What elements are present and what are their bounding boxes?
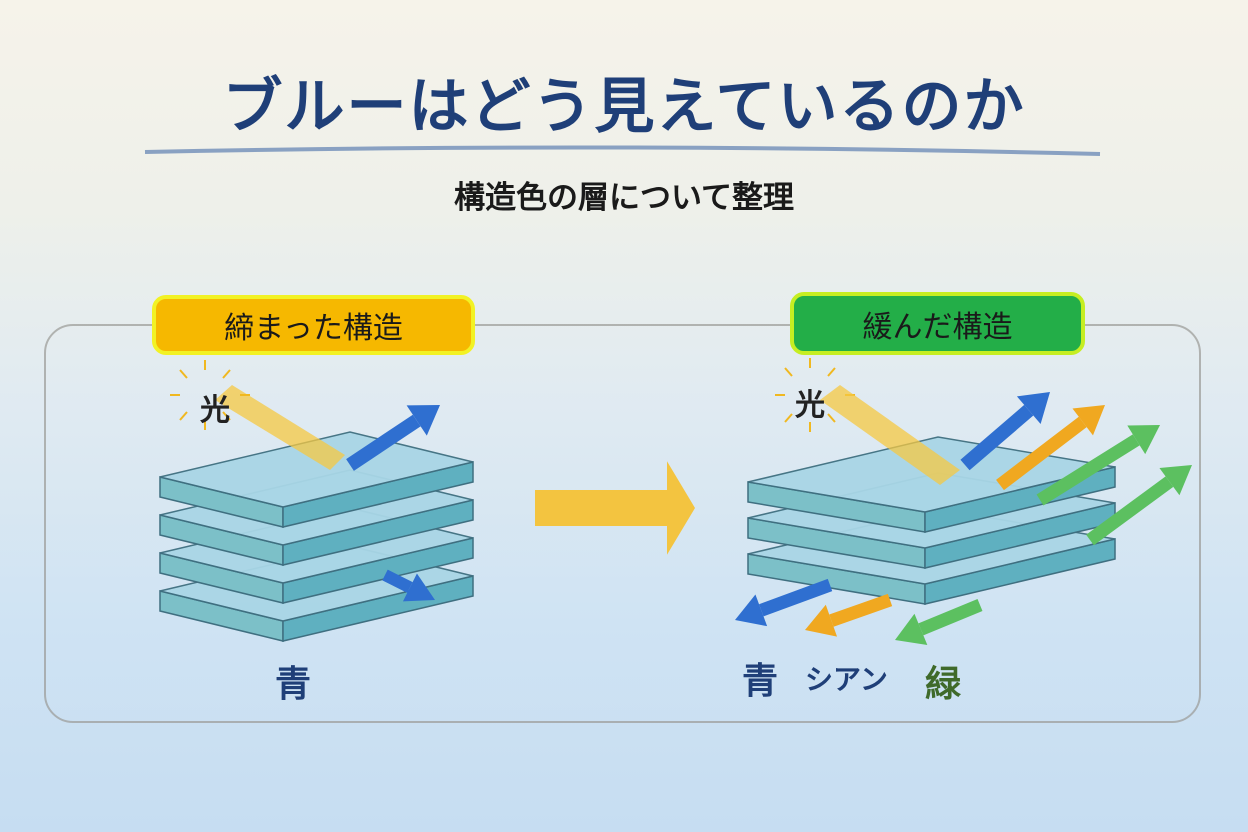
blue-label: 青 (742, 661, 779, 702)
green-label: 緑 (925, 664, 962, 705)
tight-structure-label: 締まった構造 (152, 295, 475, 355)
blue-transmit-arrow (382, 569, 435, 602)
green-scatter-arrow (895, 598, 983, 645)
blue-label: 青 (275, 664, 312, 705)
light-beam (215, 385, 345, 470)
light-label: 光 (200, 393, 230, 428)
transition-arrow (535, 461, 695, 555)
title-underline (144, 145, 1101, 156)
tight-layer-stack (159, 431, 474, 642)
green-reflect-arrow (1036, 425, 1160, 506)
light-label: 光 (795, 388, 825, 423)
green-reflect-arrow (1086, 465, 1192, 546)
loose-structure-label: 緩んだ構造 (790, 292, 1085, 355)
subtitle: 構造色の層について整理 (453, 180, 795, 216)
blue-scatter-arrow (735, 578, 833, 627)
orange-reflect-arrow (996, 405, 1105, 491)
panel-frame (44, 324, 1201, 723)
page-title: ブルーはどう見えているのか (222, 72, 1026, 142)
cyan-label: シアン (805, 663, 888, 696)
layer-slab (159, 431, 474, 528)
light-beam (820, 385, 960, 485)
arrows (346, 392, 1192, 645)
orange-scatter-arrow (805, 593, 893, 637)
blue-reflect-arrow (346, 405, 440, 471)
sun-icon (170, 360, 250, 430)
blue-reflect-arrow (960, 392, 1050, 471)
